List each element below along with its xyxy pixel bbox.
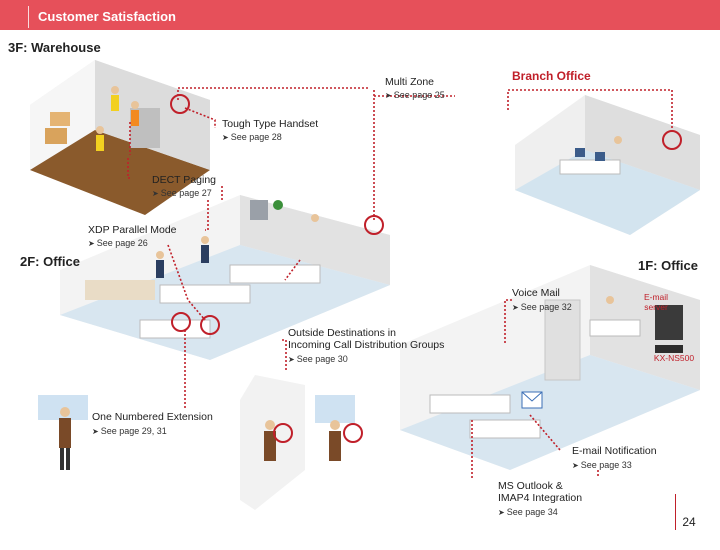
callout-one-numbered-title: One Numbered Extension [92, 411, 213, 423]
callout-tough-type-ref: ➤See page 28 [222, 132, 282, 142]
floor-label-2f: 2F: Office [20, 254, 80, 269]
office-2f-room [60, 195, 390, 360]
callout-email-notif-title: E-mail Notification [572, 445, 657, 457]
floor-label-3f: 3F: Warehouse [8, 40, 101, 55]
page-number: 24 [675, 494, 702, 530]
callout-xdp-parallel-title: XDP Parallel Mode [88, 224, 177, 236]
page-title: Customer Satisfaction [38, 9, 176, 24]
branch-office-label: Branch Office [512, 69, 591, 83]
floor-label-1f: 1F: Office [638, 258, 698, 273]
callout-outside-dest-title: Outside Destinations in Incoming Call Di… [288, 327, 445, 351]
callout-multi-zone-title: Multi Zone [385, 76, 435, 88]
email-server-label: E-mail server [643, 292, 669, 312]
header-bar: Customer Satisfaction [0, 0, 720, 30]
header-divider [28, 6, 29, 28]
callout-dect-paging-ref: ➤See page 27 [152, 188, 212, 198]
callout-ms-outlook-title: MS Outlook & IMAP4 Integration [498, 480, 583, 504]
callout-tough-type-title: Tough Type Handset [222, 118, 319, 130]
callout-email-notif-ref: ➤See page 33 [572, 460, 632, 470]
callout-voice-mail-ref: ➤See page 32 [512, 302, 572, 312]
callout-dect-paging-title: DECT Paging [152, 174, 217, 186]
callout-xdp-parallel-ref: ➤See page 26 [88, 238, 148, 248]
office-1f-room [400, 265, 700, 470]
branch-office-room [515, 95, 700, 235]
outdoor-scene [38, 375, 355, 510]
callout-one-numbered-ref: ➤See page 29, 31 [92, 426, 167, 436]
warehouse-room [30, 60, 210, 215]
callout-multi-zone-ref: ➤See page 25 [385, 90, 445, 100]
callout-outside-dest-ref: ➤See page 30 [288, 354, 348, 364]
pbx-label: KX-NS500 [653, 353, 695, 363]
callout-markers [170, 94, 682, 443]
callout-voice-mail-title: Voice Mail [512, 287, 560, 299]
callout-ms-outlook-ref: ➤See page 34 [498, 507, 558, 517]
